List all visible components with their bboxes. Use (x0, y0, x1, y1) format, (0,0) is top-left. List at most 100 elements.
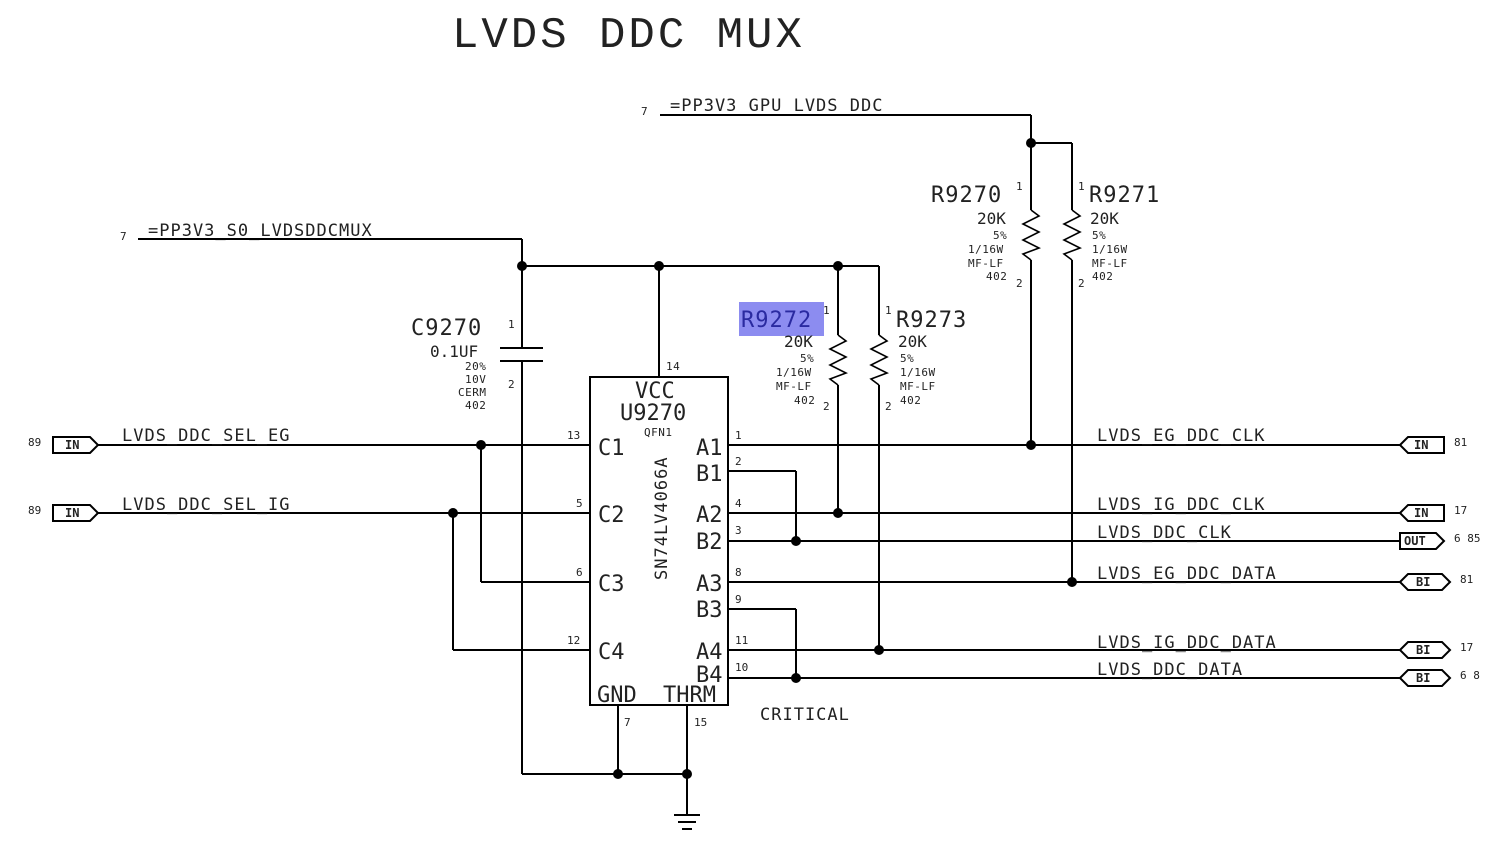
svg-text:1: 1 (508, 318, 515, 331)
u9270-part: SN74LV4066A (652, 456, 672, 580)
svg-text:9: 9 (735, 593, 742, 606)
svg-text:B2: B2 (696, 530, 723, 555)
svg-text:1: 1 (1016, 180, 1023, 193)
svg-text:6 8: 6 8 (1460, 669, 1480, 682)
svg-text:20K: 20K (784, 332, 813, 351)
svg-text:20K: 20K (898, 332, 927, 351)
net-ddc-data: LVDS_DDC_DATA BI 6 8 (728, 660, 1480, 687)
svg-text:5%: 5% (1092, 229, 1106, 242)
svg-text:12: 12 (567, 634, 580, 647)
power-rail-s0: 7 =PP3V3_S0_LVDSDDCMUX (120, 221, 879, 271)
svg-text:5%: 5% (993, 229, 1007, 242)
port-in-icon: IN (65, 506, 79, 520)
svg-text:MF-LF: MF-LF (1092, 257, 1128, 270)
r9272-ref[interactable]: R9272 (741, 308, 812, 333)
u9270-vcc: VCC (635, 379, 675, 404)
svg-text:7: 7 (624, 716, 631, 729)
net-eg-ddc-clk: LVDS_EG_DDC_CLK IN 81 (728, 426, 1467, 454)
page-title: LVDS DDC MUX (452, 11, 805, 61)
svg-text:1: 1 (823, 304, 830, 317)
svg-text:C1: C1 (598, 436, 625, 461)
svg-text:LVDS_EG_DDC_DATA: LVDS_EG_DDC_DATA (1097, 564, 1277, 584)
svg-text:3: 3 (735, 524, 742, 537)
svg-text:13: 13 (567, 429, 580, 442)
net-eg-ddc-data: LVDS_EG_DDC_DATA BI 81 (728, 564, 1473, 591)
svg-text:MF-LF: MF-LF (900, 380, 936, 393)
svg-text:20K: 20K (1090, 209, 1119, 228)
power-gpu-label: =PP3V3_GPU_LVDS_DDC (670, 96, 883, 116)
power-s0-label: =PP3V3_S0_LVDSDDCMUX (148, 221, 373, 241)
svg-text:402: 402 (794, 394, 815, 407)
svg-text:B1: B1 (696, 462, 723, 487)
svg-text:C2: C2 (598, 503, 625, 528)
resistor-r9273: 1 2 R9273 20K 5% 1/16W MF-LF 402 (869, 266, 967, 650)
svg-text:LVDS_DDC_DATA: LVDS_DDC_DATA (1097, 660, 1243, 680)
net-ig-ddc-clk: LVDS_IG_DDC_CLK IN 17 (728, 495, 1467, 522)
r9270-ref: R9270 (931, 183, 1002, 208)
svg-text:A3: A3 (696, 572, 723, 597)
svg-text:LVDS_DDC_CLK: LVDS_DDC_CLK (1097, 523, 1232, 543)
svg-text:1: 1 (885, 304, 892, 317)
svg-text:2: 2 (885, 400, 892, 413)
svg-text:QFN1: QFN1 (644, 426, 673, 439)
svg-text:C4: C4 (598, 640, 625, 665)
svg-text:B3: B3 (696, 598, 723, 623)
selection-highlight (739, 302, 824, 336)
svg-text:5%: 5% (900, 352, 914, 365)
svg-text:11: 11 (735, 634, 748, 647)
svg-text:LVDS_IG_DDC_DATA: LVDS_IG_DDC_DATA (1097, 633, 1277, 653)
svg-text:89: 89 (28, 504, 41, 517)
port-bi-icon: BI (1416, 643, 1430, 657)
r9271-ref: R9271 (1089, 183, 1160, 208)
svg-text:1/16W: 1/16W (968, 243, 1004, 256)
port-bi-icon: BI (1416, 671, 1430, 685)
svg-text:14: 14 (666, 360, 680, 373)
ic-u9270: 14 VCC U9270 QFN1 SN74LV4066A GND THRM C… (567, 266, 748, 729)
svg-text:0.1UF: 0.1UF (430, 342, 478, 361)
svg-text:20%: 20% (465, 360, 486, 373)
r9273-ref: R9273 (896, 308, 967, 333)
net-lvds-ddc-sel-ig: LVDS_DDC_SEL_IG (122, 495, 291, 515)
svg-text:2: 2 (508, 378, 515, 391)
power-s0-page: 7 (120, 230, 127, 243)
svg-text:A4: A4 (696, 640, 723, 665)
power-gpu-page: 7 (641, 105, 648, 118)
svg-text:CERM: CERM (458, 386, 487, 399)
net-ddc-clk: LVDS_DDC_CLK OUT 6 85 (728, 523, 1481, 550)
svg-text:5: 5 (576, 497, 583, 510)
svg-text:10: 10 (735, 661, 748, 674)
svg-text:17: 17 (1454, 504, 1467, 517)
svg-text:6 85: 6 85 (1454, 532, 1481, 545)
input-sel-ig: 89 IN LVDS_DDC_SEL_IG (28, 495, 590, 651)
svg-text:GND: GND (597, 683, 637, 708)
svg-text:4: 4 (735, 497, 742, 510)
port-in-icon: IN (65, 438, 79, 452)
capacitor-c9270: 1 2 C9270 0.1UF 20% 10V CERM 402 (411, 266, 543, 774)
svg-text:2: 2 (823, 400, 830, 413)
u9270-ref: U9270 (620, 401, 686, 426)
svg-text:20K: 20K (977, 209, 1006, 228)
svg-text:1: 1 (735, 429, 742, 442)
svg-text:B4: B4 (696, 663, 723, 688)
svg-text:2: 2 (1016, 277, 1023, 290)
svg-text:15: 15 (694, 716, 707, 729)
svg-text:8: 8 (735, 566, 742, 579)
svg-text:LVDS_EG_DDC_CLK: LVDS_EG_DDC_CLK (1097, 426, 1266, 446)
svg-text:C3: C3 (598, 572, 625, 597)
resistor-r9270: 1 2 R9270 20K 5% 1/16W MF-LF 402 (931, 143, 1041, 445)
svg-text:5%: 5% (800, 352, 814, 365)
port-in-icon: IN (1414, 506, 1428, 520)
power-rail-gpu: 7 =PP3V3_GPU_LVDS_DDC (641, 96, 1072, 148)
svg-text:2: 2 (1078, 277, 1085, 290)
port-bi-icon: BI (1416, 575, 1430, 589)
svg-text:1: 1 (1078, 180, 1085, 193)
critical-label: CRITICAL (760, 705, 850, 725)
port-in-icon: IN (1414, 438, 1428, 452)
svg-text:MF-LF: MF-LF (968, 257, 1004, 270)
svg-text:A2: A2 (696, 503, 723, 528)
ground-net (522, 705, 700, 830)
svg-text:6: 6 (576, 566, 583, 579)
net-lvds-ddc-sel-eg: LVDS_DDC_SEL_EG (122, 426, 291, 446)
svg-text:LVDS_IG_DDC_CLK: LVDS_IG_DDC_CLK (1097, 495, 1266, 515)
